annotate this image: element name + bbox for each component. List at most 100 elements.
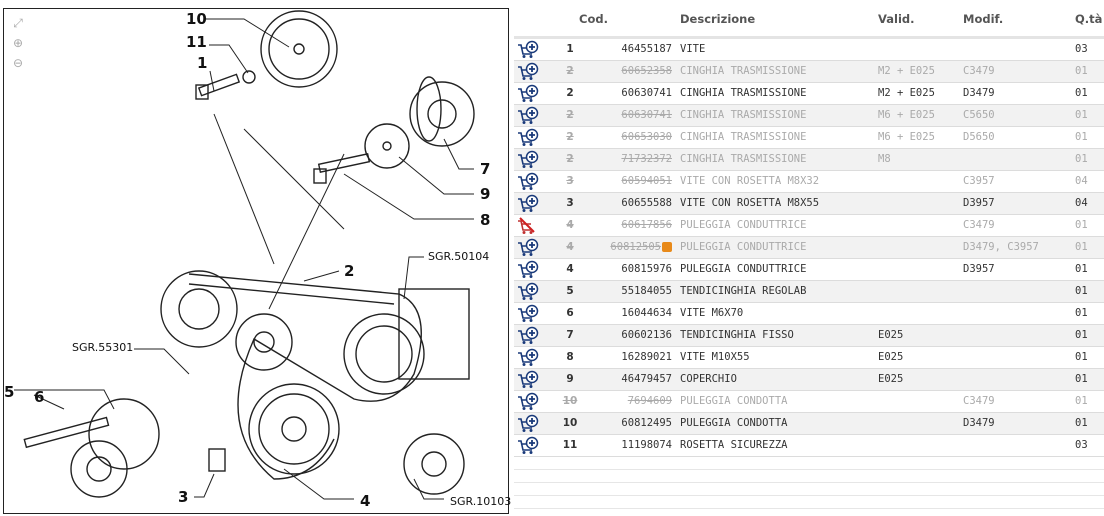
part-code[interactable]: 71732372 [621,153,672,165]
table-row[interactable]: 2 60652358 CINGHIA TRASMISSIONE M2 + E02… [514,61,1104,83]
add-to-cart-icon[interactable] [517,436,539,455]
part-code-text[interactable]: 60630741 [621,87,672,99]
part-code-text[interactable]: 60812505 [610,241,661,253]
callout-7[interactable]: 7 [480,160,491,178]
part-code[interactable]: 60602136 [621,329,672,341]
add-to-cart-icon[interactable] [517,150,539,169]
add-to-cart-icon[interactable] [517,128,539,147]
part-code-text[interactable]: 11198074 [621,439,672,451]
part-code-text[interactable]: 60653030 [621,131,672,143]
callout-10[interactable]: 10 [186,10,207,28]
add-to-cart-icon[interactable] [517,62,539,81]
header-description[interactable]: Descrizione [680,12,756,26]
part-code[interactable]: 60653030 [621,131,672,143]
exploded-parts-diagram[interactable]: ⤢ ⊕ ⊖ 10 11 1 7 9 8 2 5 6 3 4 SGR.50104 … [3,8,512,514]
part-code[interactable]: 7694609 [628,395,672,407]
part-code-text[interactable]: 60594051 [621,175,672,187]
part-code[interactable]: 60617856 [621,219,672,231]
part-code-text[interactable]: 16044634 [621,307,672,319]
zoom-in-icon[interactable]: ⊕ [12,36,24,50]
header-modification[interactable]: Modif. [963,12,1004,26]
table-row[interactable]: 2 71732372 CINGHIA TRASMISSIONE M8 01 [514,149,1104,171]
zoom-out-icon[interactable]: ⊖ [12,56,24,70]
part-code[interactable]: 60655588 [621,197,672,209]
part-code-text[interactable]: 60602136 [621,329,672,341]
table-row[interactable]: 1 46455187 VITE 03 [514,39,1104,61]
table-row[interactable]: 5 55184055 TENDICINGHIA REGOLAB 01 [514,281,1104,303]
replacement-icon[interactable] [662,242,672,252]
callout-9[interactable]: 9 [480,185,491,203]
add-to-cart-icon[interactable] [517,40,539,59]
table-row[interactable]: 9 46479457 COPERCHIO E025 01 [514,369,1104,391]
callout-5[interactable]: 5 [4,383,15,401]
header-code[interactable]: Cod. [579,12,608,26]
part-code[interactable]: 60812495 [621,417,672,429]
part-code[interactable]: 46479457 [621,373,672,385]
part-code-text[interactable]: 16289021 [621,351,672,363]
table-row[interactable]: 10 7694609 PULEGGIA CONDOTTA C3479 01 [514,391,1104,413]
callout-3[interactable]: 3 [178,488,189,506]
ref-sgr-10103[interactable]: SGR.10103 [450,495,512,508]
add-to-cart-icon[interactable] [517,304,539,323]
add-to-cart-icon[interactable] [517,282,539,301]
table-row[interactable]: 2 60653030 CINGHIA TRASMISSIONE M6 + E02… [514,127,1104,149]
ref-sgr-55301[interactable]: SGR.55301 [72,341,134,354]
header-quantity[interactable]: Q.tà [1075,12,1103,26]
part-code-text[interactable]: 7694609 [627,395,672,407]
part-code-text[interactable]: 60630741 [621,109,672,121]
fit-icon[interactable]: ⤢ [13,16,23,30]
part-code[interactable]: 16289021 [621,351,672,363]
table-row[interactable]: 11 11198074 ROSETTA SICUREZZA 03 [514,435,1104,457]
add-to-cart-icon[interactable] [517,392,539,411]
add-to-cart-icon[interactable] [517,414,539,433]
callout-4[interactable]: 4 [360,492,371,510]
table-row[interactable]: 7 60602136 TENDICINGHIA FISSO E025 01 [514,325,1104,347]
table-row[interactable]: 3 60655588 VITE CON ROSETTA M8X55 D3957 … [514,193,1104,215]
part-code-text[interactable]: 60652358 [621,65,672,77]
table-row[interactable]: 4 60812505 PULEGGIA CONDUTTRICE D3479, C… [514,237,1104,259]
part-code[interactable]: 11198074 [621,439,672,451]
header-validity[interactable]: Valid. [878,12,915,26]
part-code-text[interactable]: 60655588 [621,197,672,209]
ref-sgr-50104[interactable]: SGR.50104 [428,250,490,263]
part-code-text[interactable]: 46479457 [621,373,672,385]
add-to-cart-icon[interactable] [517,106,539,125]
part-code[interactable]: 60630741 [621,87,672,99]
callout-2[interactable]: 2 [344,262,355,280]
table-row[interactable]: 2 60630741 CINGHIA TRASMISSIONE M2 + E02… [514,83,1104,105]
part-code-text[interactable]: 46455187 [621,43,672,55]
table-row[interactable]: 8 16289021 VITE M10X55 E025 01 [514,347,1104,369]
part-code-text[interactable]: 60617856 [621,219,672,231]
part-code[interactable]: 46455187 [621,43,672,55]
callout-8[interactable]: 8 [480,211,491,229]
table-row[interactable]: 4 60815976 PULEGGIA CONDUTTRICE D3957 01 [514,259,1104,281]
part-code[interactable]: 60652358 [621,65,672,77]
part-code-text[interactable]: 71732372 [621,153,672,165]
add-to-cart-icon[interactable] [517,194,539,213]
table-row[interactable]: 10 60812495 PULEGGIA CONDOTTA D3479 01 [514,413,1104,435]
add-to-cart-icon[interactable] [517,260,539,279]
table-row[interactable]: 2 60630741 CINGHIA TRASMISSIONE M6 + E02… [514,105,1104,127]
add-to-cart-icon[interactable] [517,172,539,191]
part-code[interactable]: 55184055 [621,285,672,297]
part-code[interactable]: 60630741 [621,109,672,121]
table-row[interactable]: 6 16044634 VITE M6X70 01 [514,303,1104,325]
cart-unavailable-icon[interactable] [517,216,539,235]
part-code-text[interactable]: 55184055 [621,285,672,297]
add-to-cart-icon[interactable] [517,84,539,103]
table-row[interactable]: 3 60594051 VITE CON ROSETTA M8X32 C3957 … [514,171,1104,193]
callout-1[interactable]: 1 [197,54,208,72]
part-code[interactable]: 16044634 [621,307,672,319]
add-to-cart-icon[interactable] [517,370,539,389]
part-code[interactable]: 60815976 [621,263,672,275]
part-code-text[interactable]: 60815976 [621,263,672,275]
part-code[interactable]: 60812505 [610,241,672,253]
callout-11[interactable]: 11 [186,33,207,51]
add-to-cart-icon[interactable] [517,326,539,345]
callout-6[interactable]: 6 [34,388,45,406]
add-to-cart-icon[interactable] [517,348,539,367]
table-row[interactable]: 4 60617856 PULEGGIA CONDUTTRICE C3479 01 [514,215,1104,237]
add-to-cart-icon[interactable] [517,238,539,257]
part-code-text[interactable]: 60812495 [621,417,672,429]
part-code[interactable]: 60594051 [621,175,672,187]
